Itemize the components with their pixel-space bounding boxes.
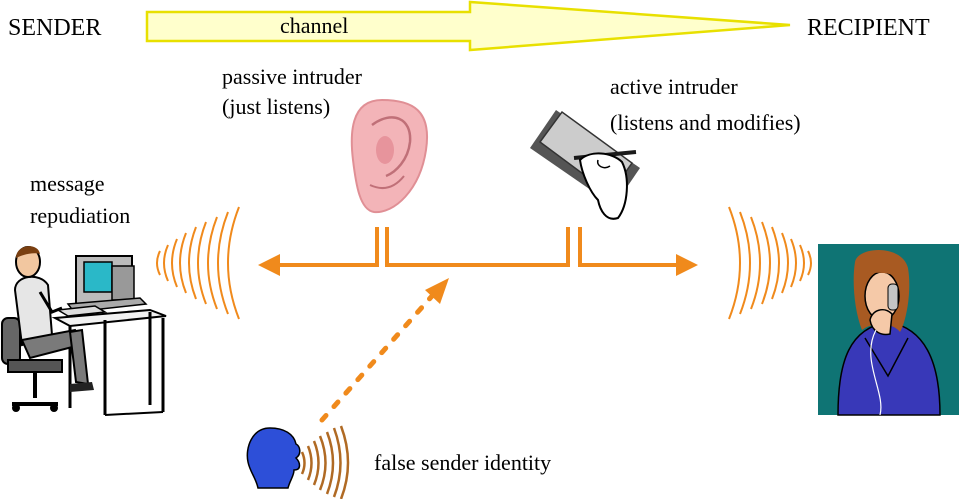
flow-passive-to-active [385,227,570,267]
channel-arrow [145,0,791,52]
message-repudiation-label: message [30,171,105,196]
arrowhead-right [676,254,698,276]
passive-intruder-label: passive intruder [222,64,362,89]
message-repudiation-sublabel: repudiation [30,203,131,228]
recipient-label: RECIPIENT [807,15,930,41]
message-flow [273,227,682,267]
active-intruder-label: active intruder [610,74,738,99]
woman-on-phone-icon [818,244,959,416]
flow-to-recipient [578,227,682,267]
impostor-arrowhead [425,278,449,304]
sound-waves-speaker-icon [300,425,350,499]
false-sender-identity-label: false sender identity [374,450,552,475]
active-intruder-sublabel: (listens and modifies) [610,110,801,135]
person-at-computer-icon [1,246,167,416]
impostor-dotted-line [319,293,435,423]
ear-icon [350,98,429,214]
sound-waves-right-icon [728,206,812,320]
arrowhead-left [258,254,280,276]
flow-to-sender [273,227,379,267]
sound-waves-left-icon [156,206,240,320]
sender-label: SENDER [8,15,102,41]
speaking-head-icon [246,427,301,489]
hand-writing-notepad-icon [530,110,640,220]
channel-label: channel [280,13,349,38]
passive-intruder-sublabel: (just listens) [222,94,331,119]
